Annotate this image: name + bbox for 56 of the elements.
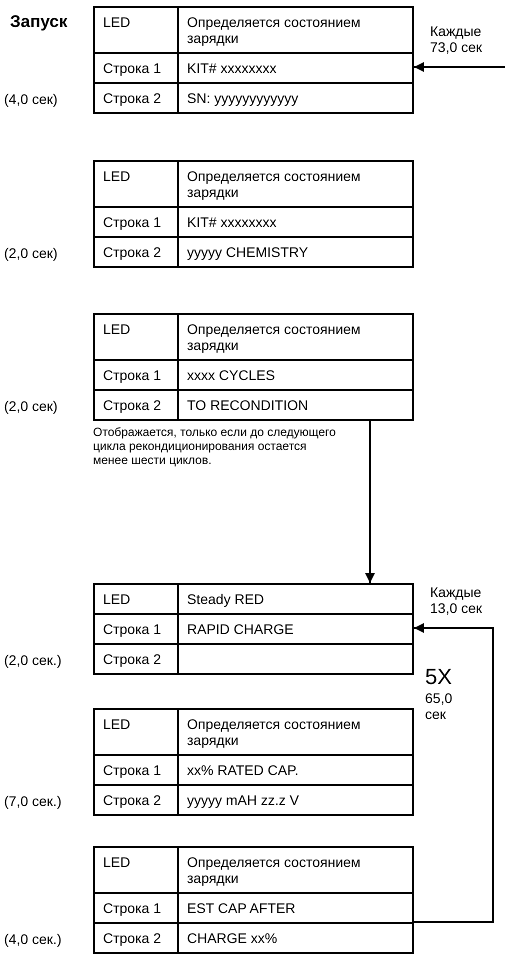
field-value: Steady RED [178,584,413,614]
arrow [365,421,375,583]
display-table [93,313,414,421]
field-name: Строка 1 [94,53,178,83]
field-name: LED [94,314,178,360]
field-name: Строка 1 [94,360,178,390]
duration-label: 65,0 сек [425,690,454,722]
field-name: Строка 2 [94,785,178,815]
field-value: Определяется состоянием зарядки [178,161,413,207]
field-name: Строка 1 [94,614,178,644]
repeat-count: 5X [425,666,452,688]
field-value: TO RECONDITION [178,390,413,420]
arrow [414,623,494,923]
display-table [93,160,414,268]
field-name: Строка 2 [94,237,178,267]
duration-label: (4,0 сек.) [4,931,62,947]
field-value: xxxx CYCLES [178,360,413,390]
duration-label: (2,0 сек) [4,398,59,414]
field-value: EST CAP AFTER [178,893,413,923]
interval-label: Каждые 13,0 сек [430,584,484,616]
field-name: Строка 2 [94,83,178,113]
field-name: Строка 1 [94,893,178,923]
field-name: Строка 2 [94,644,178,674]
field-value: CHARGE xx% [178,923,413,953]
start-label: Запуск [10,14,68,30]
field-value: yyyyy CHEMISTRY [178,237,413,267]
duration-label: (2,0 сек.) [4,652,62,668]
display-table [93,846,414,954]
field-value: xx% RATED CAP. [178,755,413,785]
note-text: Отображается, только если до следующего цикла рекондиционирования остается менее шести циклов. [93,425,337,467]
field-name: LED [94,584,178,614]
field-name: LED [94,847,178,893]
field-name: Строка 2 [94,390,178,420]
field-name: Строка 1 [94,755,178,785]
display-table [93,708,414,816]
display-table [93,583,414,675]
field-value: SN: yyyyyyyyyyyy [178,83,413,113]
field-value: Определяется состоянием зарядки [178,847,413,893]
field-value: Определяется состоянием зарядки [178,314,413,360]
field-value: RAPID CHARGE [178,614,413,644]
field-name: LED [94,709,178,755]
interval-label: Каждые 73,0 сек [430,23,484,55]
field-value: Определяется состоянием зарядки [178,7,413,53]
arrow [414,62,505,72]
field-value: Определяется состоянием зарядки [178,709,413,755]
field-name: Строка 1 [94,207,178,237]
field-value: KIT# xxxxxxxx [178,207,413,237]
field-name: Строка 2 [94,923,178,953]
duration-label: (4,0 сек) [4,91,59,107]
field-name: LED [94,7,178,53]
duration-label: (2,0 сек) [4,245,59,261]
display-table [93,6,414,114]
field-value: KIT# xxxxxxxx [178,53,413,83]
field-value: yyyyy mAH zz.z V [178,785,413,815]
duration-label: (7,0 сек.) [4,793,62,809]
field-name: LED [94,161,178,207]
